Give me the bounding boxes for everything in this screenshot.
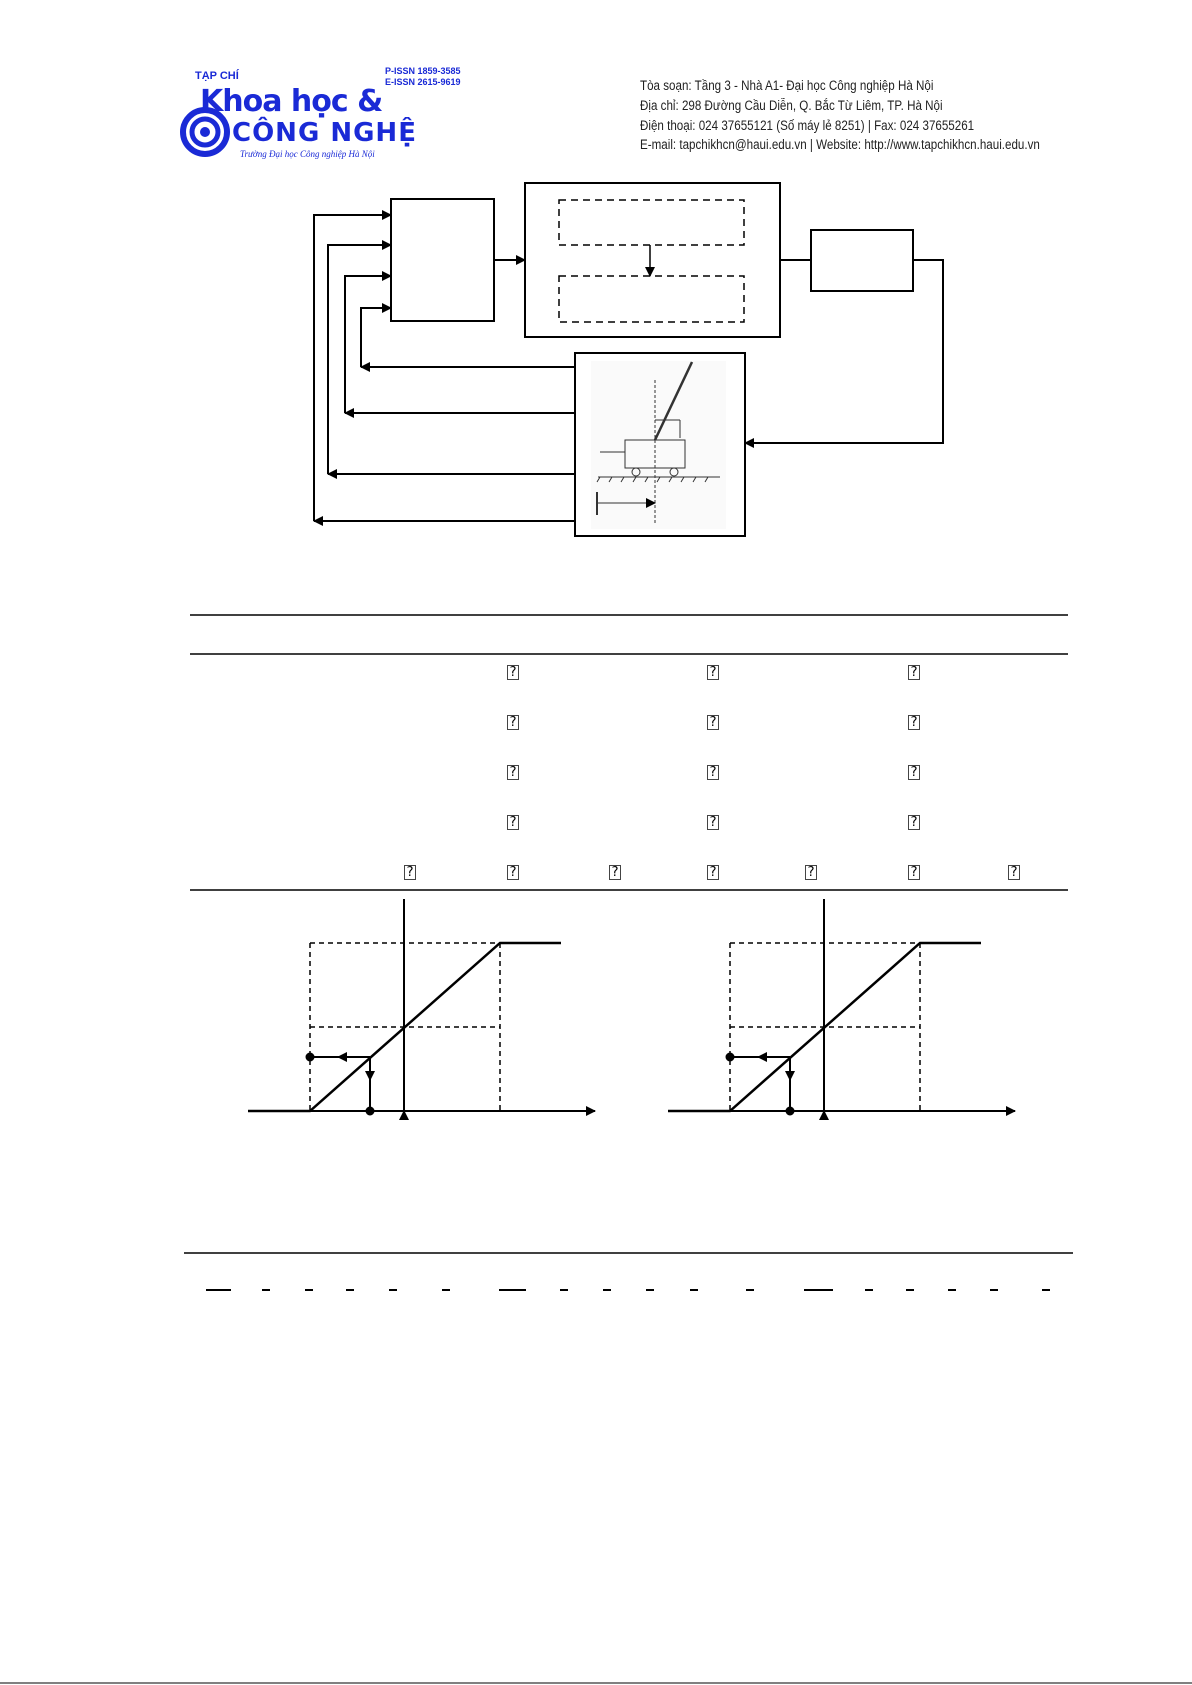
inner-block-2: [558, 275, 745, 323]
processing-block: [524, 182, 781, 338]
header-email-website: E-mail: tapchikhcn@haui.edu.vn | Website…: [640, 137, 1040, 152]
glyph-placeholder: ?: [507, 865, 519, 880]
glyph-placeholder: ?: [707, 865, 719, 880]
header-address: Địa chỉ: 298 Đường Cầu Diễn, Q. Bắc Từ L…: [640, 98, 943, 113]
glyph-placeholder: ?: [507, 765, 519, 780]
glyph-placeholder: ?: [609, 865, 621, 880]
table-rules: [190, 614, 1068, 891]
logo-e-issn: E-ISSN 2615-9619: [385, 77, 461, 87]
glyph-placeholder: ?: [507, 815, 519, 830]
logo-p-issn: P-ISSN 1859-3585: [385, 66, 461, 76]
glyph-placeholder: ?: [908, 665, 920, 680]
glyph-placeholder: ?: [707, 815, 719, 830]
glyph-placeholder: ?: [707, 665, 719, 680]
cart-pendulum-block: [574, 352, 746, 537]
glyph-placeholder: ?: [908, 865, 920, 880]
inner-block-1: [558, 199, 745, 246]
saturation-graph-2: [668, 899, 1016, 1120]
glyph-placeholder: ?: [404, 865, 416, 880]
glyph-placeholder: ?: [507, 665, 519, 680]
glyph-placeholder: ?: [707, 765, 719, 780]
logo-subtitle: Trường Đại học Công nghiệp Hà Nội: [240, 149, 375, 159]
header-address-office: Tòa soạn: Tầng 3 - Nhà A1- Đại học Công …: [640, 78, 934, 93]
actuator-block: [810, 229, 914, 292]
block-diagram: [313, 182, 944, 537]
logo-title-line2: CÔNG NGHỆ: [232, 118, 417, 148]
glyph-placeholder: ?: [507, 715, 519, 730]
cart-pendulum-illustration: [591, 361, 726, 529]
glyph-placeholder: ?: [908, 815, 920, 830]
glyph-placeholder: ?: [908, 765, 920, 780]
glyph-placeholder: ?: [1008, 865, 1020, 880]
glyph-placeholder: ?: [805, 865, 817, 880]
logo-tap-chi: TẠP CHÍ: [195, 70, 239, 82]
header-phone: Điện thoại: 024 37655121 (Số máy lẻ 8251…: [640, 118, 975, 133]
logo-circles-icon: [180, 107, 230, 157]
bottom-rule-and-dashes: [0, 1252, 1192, 1684]
controller-block: [390, 198, 495, 322]
glyph-placeholder: ?: [707, 715, 719, 730]
glyph-placeholder: ?: [908, 715, 920, 730]
logo-title-line1: Khoa học &: [200, 84, 383, 119]
saturation-graph-1: [248, 899, 596, 1120]
